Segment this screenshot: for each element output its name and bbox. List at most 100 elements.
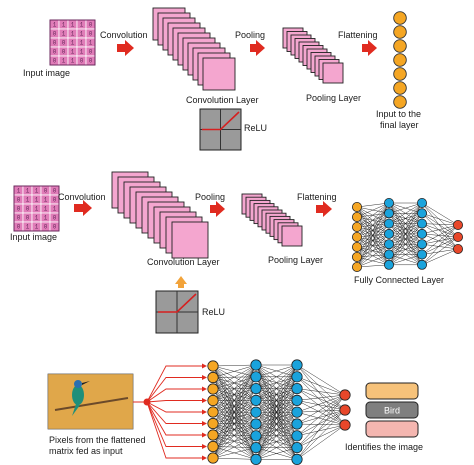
flattening-label-1: Flattening — [338, 30, 378, 40]
flattened-node — [393, 67, 407, 81]
input-image-label-2: Input image — [10, 232, 57, 242]
network-edge — [388, 202, 423, 214]
network-edge — [296, 424, 346, 437]
pixel-arrow — [146, 401, 202, 436]
matrix-cell-value: 0 — [26, 206, 30, 213]
network-edge — [421, 224, 459, 265]
network-edge — [212, 364, 257, 459]
network-edge — [421, 248, 459, 255]
hidden-node — [291, 418, 303, 430]
network-edge — [421, 224, 459, 245]
network-edge — [296, 424, 346, 448]
convolution-label-2: Convolution — [58, 192, 106, 202]
pixel-arrow — [146, 400, 202, 403]
network-edge — [296, 411, 346, 426]
matrix-cell-value: 1 — [35, 188, 39, 195]
bird-photo — [47, 373, 134, 430]
network-edge — [296, 364, 346, 411]
flattened-node — [393, 39, 407, 53]
matrix-cell-value: 0 — [80, 58, 84, 65]
hidden-node — [250, 406, 262, 418]
matrix-cell-value: 1 — [80, 31, 84, 38]
feature-map — [322, 62, 344, 84]
matrix-cell-value: 1 — [35, 215, 39, 222]
flattened-node — [393, 95, 407, 109]
convolution-layer-label-2: Convolution Layer — [147, 257, 220, 267]
feature-map — [202, 57, 236, 91]
hidden-node — [291, 453, 303, 465]
network-edge — [255, 364, 298, 389]
output-node — [339, 404, 351, 416]
hidden-node — [250, 453, 262, 465]
matrix-cell-value: 1 — [44, 215, 48, 222]
matrix-cell-value: 1 — [44, 206, 48, 213]
arrow-flattening-1 — [362, 40, 377, 56]
pooling-layer-stack-1 — [282, 27, 344, 84]
network-edge — [296, 423, 346, 426]
network-edge — [296, 394, 346, 413]
convolution-layer-stack-1 — [152, 7, 236, 91]
network-edge — [296, 388, 346, 411]
network-edge — [212, 364, 257, 390]
output-node — [452, 243, 463, 254]
network-edge — [255, 412, 298, 460]
hidden-node — [416, 259, 427, 270]
hidden-node — [291, 371, 303, 383]
hidden-node — [250, 359, 262, 371]
matrix-cell-value: 0 — [53, 31, 57, 38]
hidden-node — [383, 197, 394, 208]
matrix-cell-value: 1 — [17, 188, 21, 195]
fully-connected-layer-label: Fully Connected Layer — [354, 275, 444, 285]
network-edge — [212, 364, 257, 436]
pixel-arrow — [146, 401, 202, 447]
matrix-cell-value: 0 — [53, 215, 57, 222]
hidden-node — [383, 249, 394, 260]
network-edge — [255, 388, 298, 460]
network-edge — [296, 409, 346, 436]
input-node — [207, 406, 219, 418]
network-edge — [296, 394, 346, 448]
network-edge — [421, 223, 459, 226]
network-edge — [356, 223, 390, 268]
pooling-layer-label-1: Pooling Layer — [306, 93, 361, 103]
network-edge — [255, 364, 298, 378]
network-edge — [356, 264, 390, 268]
network-edge — [296, 388, 346, 426]
row3: Pixels from the flattened matrix fed as … — [47, 359, 423, 465]
hidden-node — [250, 430, 262, 442]
matrix-cell-value: 1 — [62, 58, 66, 65]
matrix-cell-value: 0 — [53, 224, 57, 231]
arrow-flattening-2 — [316, 201, 332, 217]
network-edge — [356, 202, 390, 248]
relu-graph-1 — [199, 108, 242, 151]
network-edge — [356, 233, 390, 268]
network-edge — [212, 412, 257, 459]
matrix-cell-value: 0 — [62, 40, 66, 47]
network-edge — [212, 364, 257, 424]
network-edge — [356, 202, 390, 208]
matrix-cell-value: 1 — [62, 22, 66, 29]
network-edge — [255, 376, 298, 460]
hidden-node — [383, 239, 394, 250]
network-edge — [296, 394, 346, 425]
input-node — [207, 452, 219, 464]
feature-map — [171, 221, 209, 259]
network-edge — [296, 388, 346, 396]
hidden-node — [291, 359, 303, 371]
pooling-label-2: Pooling — [195, 192, 225, 202]
network-edge — [421, 224, 459, 255]
network-edge — [421, 213, 459, 250]
network-edge — [421, 248, 459, 266]
matrix-cell-value: 1 — [35, 197, 39, 204]
hidden-node — [416, 218, 427, 229]
network-edge — [212, 388, 257, 459]
caption-line2: matrix fed as input — [49, 446, 123, 456]
pixel-arrow — [146, 388, 202, 403]
convolution-layer-label-1: Convolution Layer — [186, 95, 259, 105]
network-edge — [356, 244, 390, 268]
matrix-cell-value: 1 — [35, 224, 39, 231]
arrow-convolution-2 — [74, 200, 92, 216]
network-edge — [296, 364, 346, 426]
